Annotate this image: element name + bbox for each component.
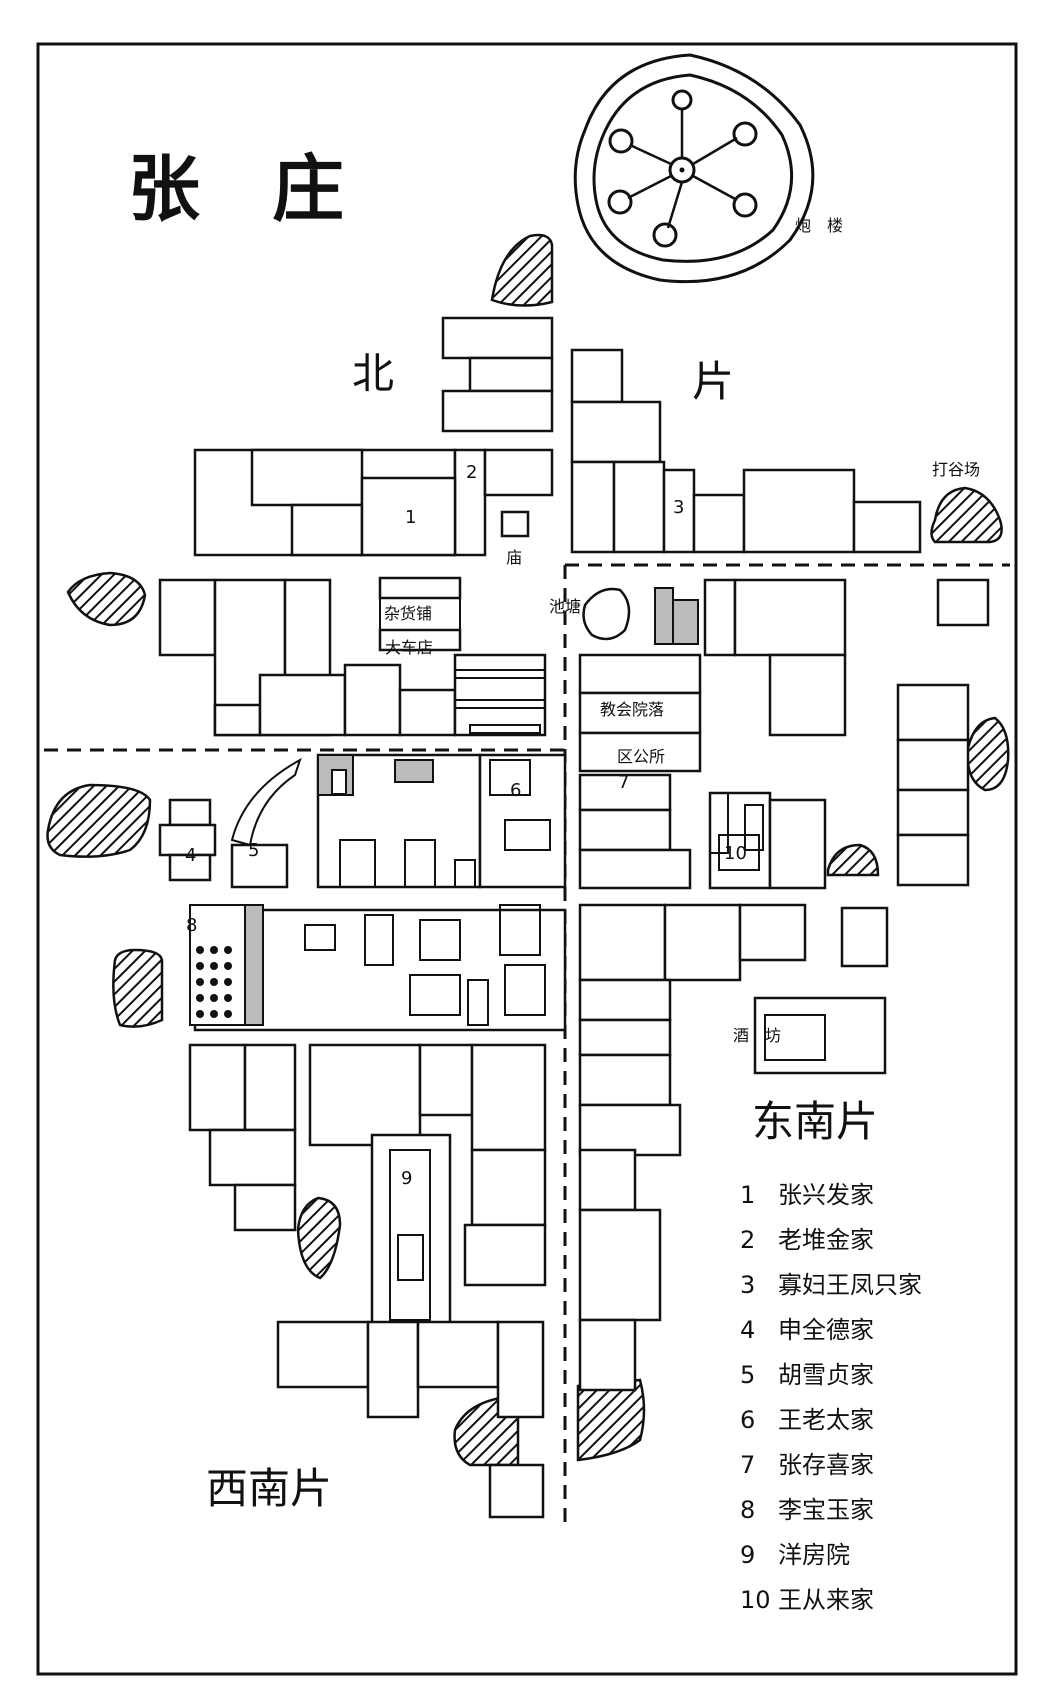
house-number: 9 [401, 1168, 413, 1189]
curved-lane [230, 757, 302, 847]
house-number: 2 [466, 462, 478, 483]
map-title: 张 庄 [128, 146, 345, 231]
dotted-courtyard [196, 946, 232, 1018]
label-grocery: 杂货铺 [384, 604, 433, 623]
label-threshing-floor: 打谷场 [932, 460, 981, 479]
house-number: 10 [724, 843, 747, 864]
house-number: 5 [248, 840, 260, 861]
district-southwest: 西南片 [206, 1464, 333, 1513]
district-southeast: 东南片 [752, 1097, 879, 1146]
house-number: 3 [673, 497, 685, 518]
hatched-area-icon [46, 233, 1010, 1467]
house-number: 7 [618, 772, 630, 793]
label-winery: 酒 坊 [733, 1026, 782, 1045]
map-frame [36, 42, 1018, 1676]
district-north-left: 北 [352, 349, 395, 398]
label-church-compound: 教会院落 [600, 700, 665, 719]
label-district-office: 区公所 [617, 747, 666, 766]
house-number: 1 [405, 507, 417, 528]
building-details [189, 577, 826, 1321]
dashed-roads [44, 563, 1010, 1530]
house-number: 4 [185, 845, 197, 866]
label-watchtower: 炮 楼 [795, 216, 844, 235]
label-pond: 池塘 [549, 597, 582, 616]
house-number: 6 [510, 780, 522, 801]
label-inn: 大车店 [385, 638, 434, 657]
house-number: 8 [186, 915, 198, 936]
pond-icon [582, 587, 631, 641]
label-temple: 庙 [506, 548, 523, 567]
district-north-right: 片 [692, 357, 735, 406]
watchtower-icon [573, 53, 815, 284]
